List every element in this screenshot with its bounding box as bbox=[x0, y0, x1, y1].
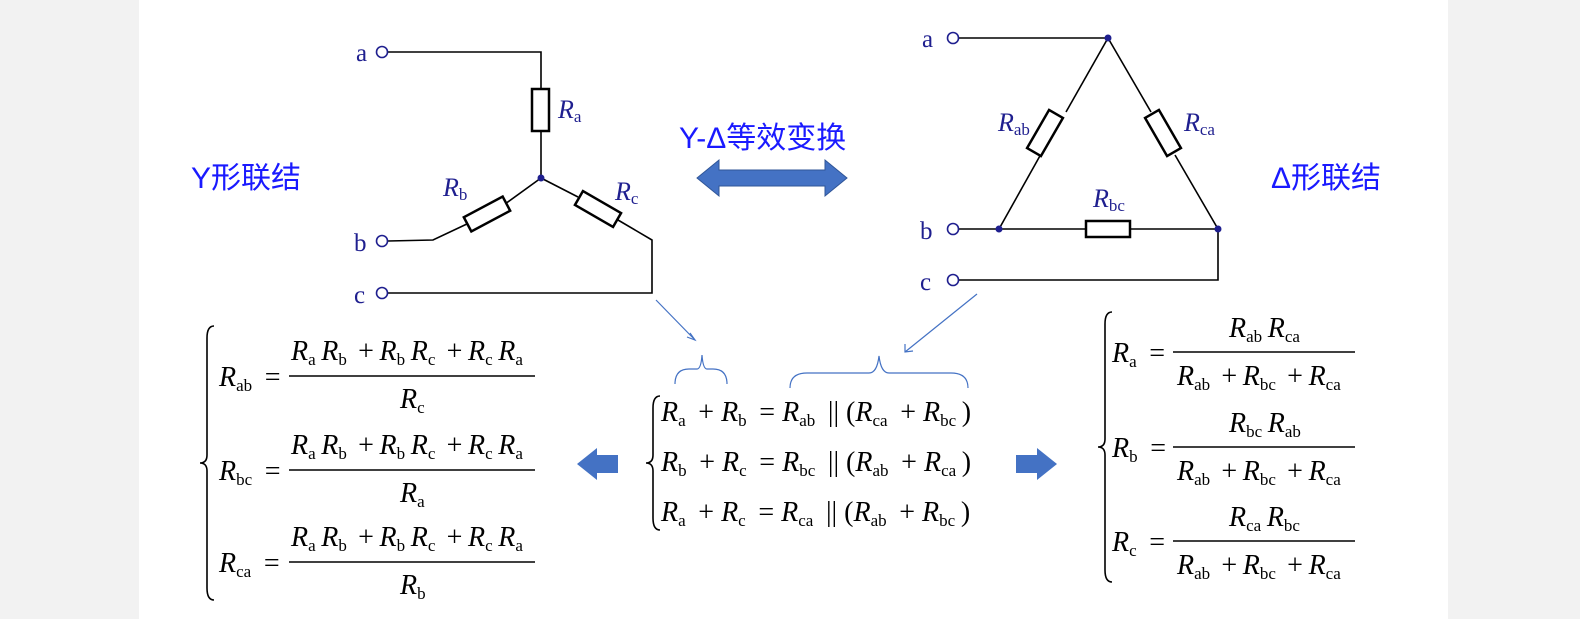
delta-circuit bbox=[959, 37, 1219, 281]
y-center-node bbox=[537, 174, 545, 182]
arrow-right-icon bbox=[1016, 448, 1057, 480]
resistor-ra bbox=[530, 87, 551, 133]
label-rb: Rb bbox=[442, 173, 467, 204]
equation-numerator: Ra Rb + Rb Rc + Rc Ra bbox=[290, 336, 529, 369]
equation-lhs: Rbc = bbox=[218, 456, 281, 489]
terminal-c-delta bbox=[946, 273, 960, 287]
y-connection-title: Y形联结 bbox=[191, 162, 301, 195]
delta-node-b bbox=[995, 225, 1003, 233]
connectors bbox=[655, 293, 978, 389]
equations-resistance-relations: Ra + Rb = Rab || (Rca + Rbc ) Rb + Rc = R… bbox=[645, 395, 971, 531]
terminal-b-label: b bbox=[920, 218, 933, 245]
wire-a bbox=[388, 51, 542, 89]
equation-lhs: Rab = bbox=[218, 362, 281, 395]
wire-rca-right bbox=[1174, 154, 1219, 230]
brace-right bbox=[1097, 311, 1113, 583]
delta-node-c bbox=[1214, 225, 1222, 233]
terminal-b-label: b bbox=[354, 230, 367, 257]
terminal-b-y bbox=[375, 234, 389, 248]
wire-top-rab bbox=[1065, 37, 1109, 113]
terminal-c-y bbox=[375, 286, 389, 300]
equation-lhs: Rc = bbox=[1111, 527, 1165, 560]
wire-rbc-c bbox=[959, 228, 1219, 281]
connector-right bbox=[904, 293, 978, 353]
equation-denominator: Rab + Rbc + Rca bbox=[1176, 456, 1346, 489]
brace-left bbox=[199, 325, 215, 601]
wire-rab-bottom bbox=[998, 153, 1042, 230]
relation-equation: Rb + Rc = Rbc || (Rab + Rca ) bbox=[660, 447, 971, 480]
resistor-rab bbox=[1025, 108, 1065, 158]
resistor-rb bbox=[462, 194, 512, 234]
delta-connection-title: Δ形联结 bbox=[1271, 162, 1381, 195]
terminal-a-label: a bbox=[922, 26, 933, 53]
connector-left-head bbox=[686, 332, 697, 342]
wire-rc-center bbox=[540, 177, 579, 198]
connector-left bbox=[655, 299, 696, 341]
relation-equation: Ra + Rc = Rca || (Rab + Rbc ) bbox=[660, 497, 970, 530]
delta-node-a bbox=[1104, 34, 1112, 42]
equation-numerator: Rca Rbc bbox=[1228, 502, 1306, 535]
brace-small-left bbox=[674, 354, 728, 385]
equation-lhs: Rb = bbox=[1111, 433, 1166, 466]
connector-right-head bbox=[904, 344, 914, 353]
terminal-a-delta bbox=[946, 31, 960, 45]
wire-b bbox=[387, 222, 470, 242]
terminal-b-delta bbox=[946, 222, 960, 236]
resistor-rca bbox=[1143, 108, 1183, 158]
arrow-left-icon bbox=[577, 448, 618, 480]
equation-denominator: Rb bbox=[399, 570, 431, 603]
equation-numerator: Rab Rca bbox=[1228, 313, 1306, 346]
slide: Y形联结 Δ形联结 Y-Δ等效变换 a b c Ra Rb Rc a b c bbox=[139, 0, 1448, 619]
yd-transform-diagram: Y形联结 Δ形联结 Y-Δ等效变换 a b c Ra Rb Rc a b c bbox=[191, 26, 1381, 603]
equation-lhs: Ra = bbox=[1111, 338, 1165, 371]
double-arrow-icon bbox=[696, 158, 848, 198]
wire-rb-center bbox=[504, 177, 542, 205]
y-circuit bbox=[387, 51, 653, 294]
equations-delta-to-y: Ra =Rab Rca Rab + Rbc + Rca Rb =Rbc Rab … bbox=[1097, 311, 1355, 583]
resistor-rbc bbox=[1084, 219, 1132, 239]
terminal-c-label: c bbox=[354, 282, 365, 309]
wire-top-rca bbox=[1107, 37, 1152, 113]
brace-middle bbox=[645, 395, 661, 531]
terminal-c-label: c bbox=[920, 269, 931, 296]
terminal-a-label: a bbox=[356, 40, 367, 67]
equation-numerator: Ra Rb + Rb Rc + Rc Ra bbox=[290, 430, 529, 463]
label-rbc: Rbc bbox=[1092, 184, 1125, 215]
equation-numerator: Rbc Rab bbox=[1228, 408, 1307, 441]
brace-small-right bbox=[789, 355, 969, 389]
label-rc: Rc bbox=[614, 177, 639, 208]
equation-denominator: Ra bbox=[399, 478, 430, 511]
resistor-rc bbox=[573, 189, 623, 229]
equation-lhs: Rca = bbox=[218, 548, 280, 581]
equation-denominator: Rc bbox=[399, 384, 430, 417]
equation-denominator: Rab + Rbc + Rca bbox=[1176, 361, 1346, 394]
label-rab: Rab bbox=[997, 108, 1030, 139]
equation-numerator: Ra Rb + Rb Rc + Rc Ra bbox=[290, 522, 529, 555]
transform-title: Y-Δ等效变换 bbox=[679, 122, 846, 155]
equations-y-from-delta: Rab = Ra Rb + Rb Rc + Rc Ra Rc Rbc = Ra Rb… bbox=[199, 325, 535, 603]
equation-denominator: Rab + Rbc + Rca bbox=[1176, 550, 1346, 583]
terminal-a-y bbox=[375, 45, 389, 59]
label-ra: Ra bbox=[557, 95, 582, 126]
wire-c bbox=[388, 219, 653, 294]
label-rca: Rca bbox=[1183, 108, 1215, 139]
relation-equation: Ra + Rb = Rab || (Rca + Rbc ) bbox=[660, 397, 971, 430]
